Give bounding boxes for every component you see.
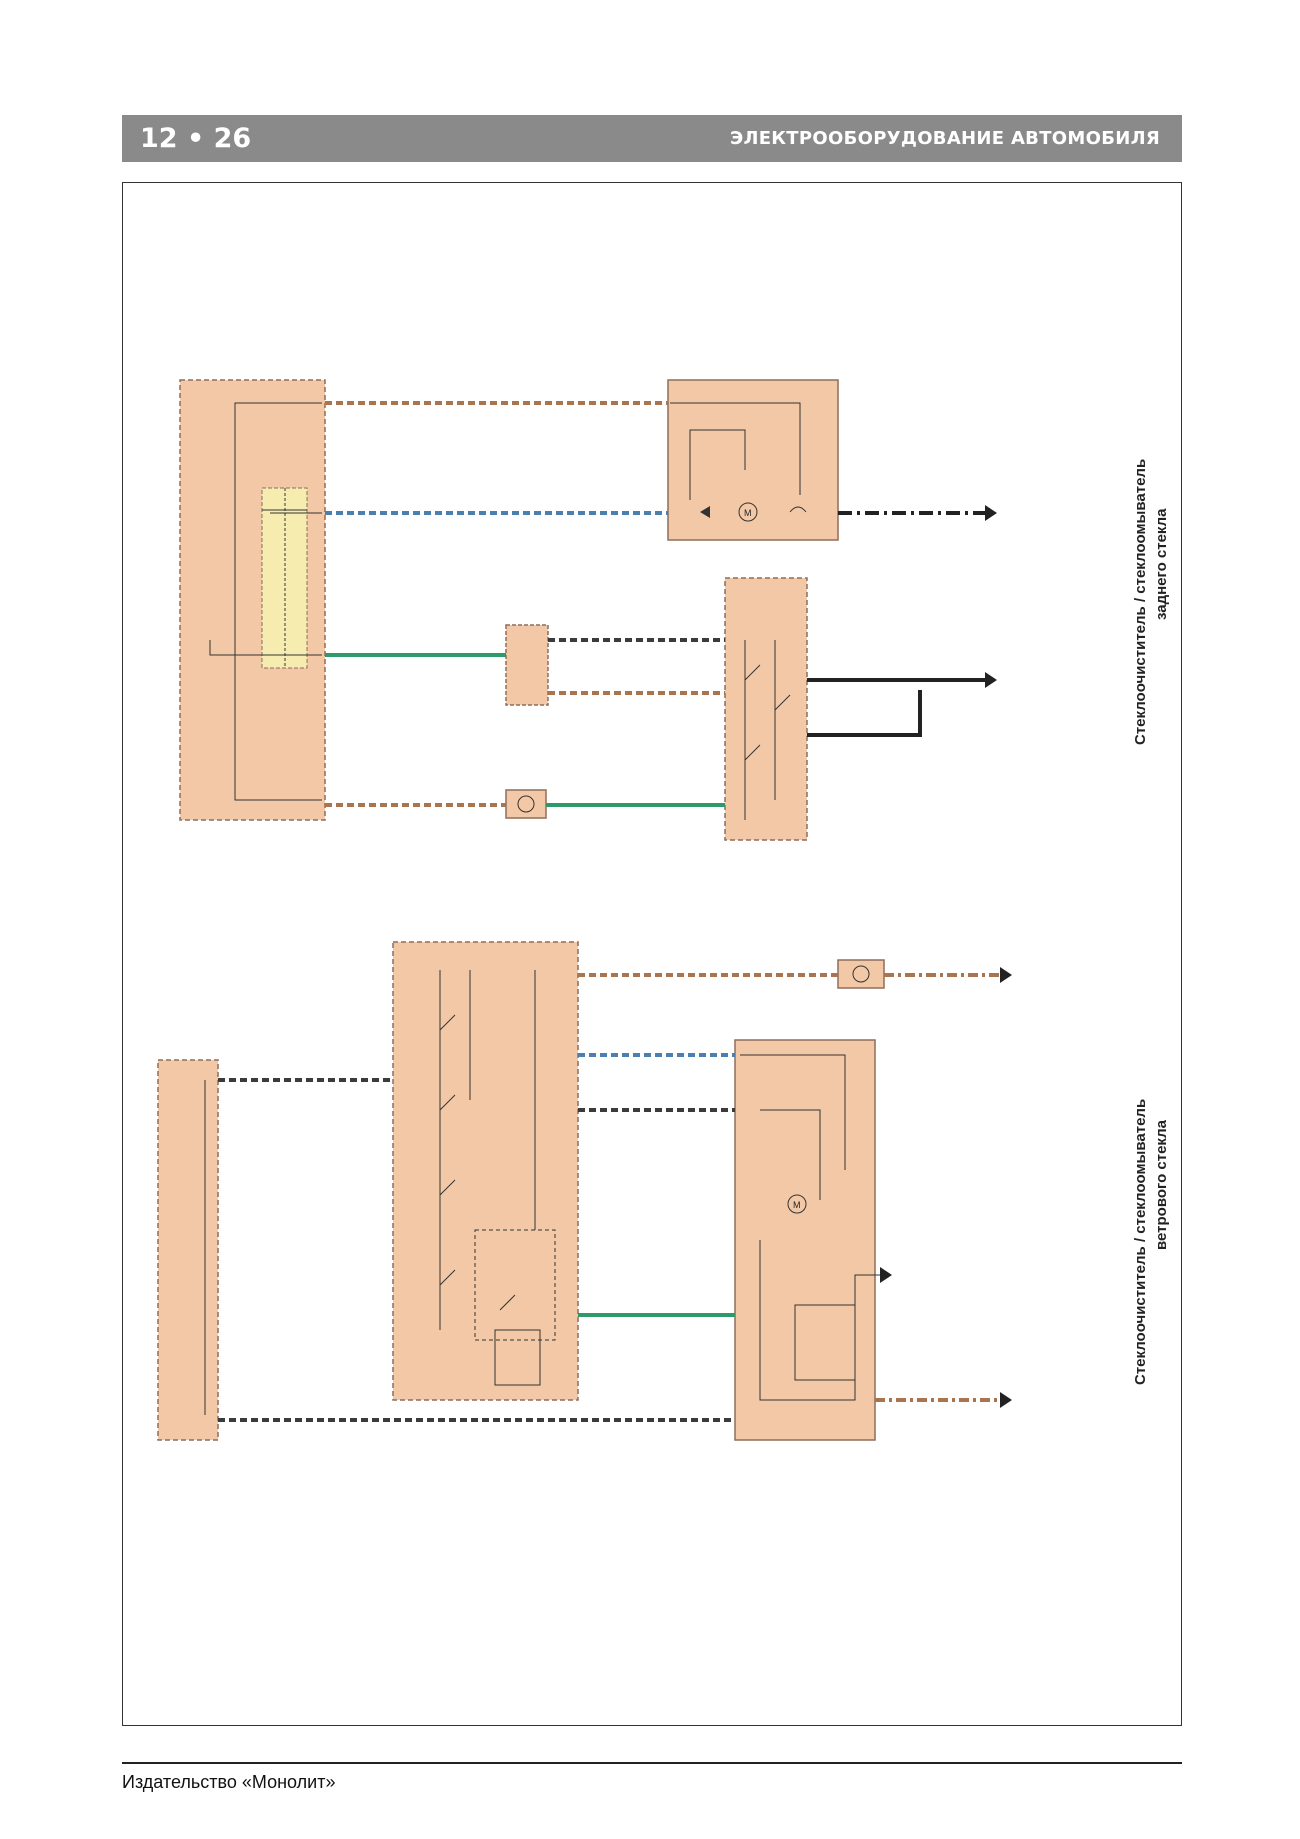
rear-diagram-caption-2: заднего стекла [1153, 508, 1170, 620]
front-wiper-switch-block [392, 941, 579, 1401]
front-diagram-caption-2: ветрового стекла [1153, 1119, 1170, 1250]
diagram-frame [122, 182, 1182, 1726]
front-wiper-diagram: M Стеклоочиститель / стеклоомыватель вет… [157, 941, 1170, 1441]
svg-text:M: M [793, 1200, 801, 1210]
wiper-washer-switch-rear [724, 577, 808, 841]
front-diagram-caption-1: Стеклоочиститель / стеклоомыватель [1132, 1099, 1149, 1385]
publisher-name: Издательство «Монолит» [122, 1772, 336, 1792]
footer-rule [122, 1762, 1182, 1764]
rear-diagram-caption-1: Стеклоочиститель / стеклоомыватель [1132, 459, 1149, 745]
front-central-fuse-block [157, 1059, 219, 1441]
page-header: 12 • 26 ЭЛЕКТРООБОРУДОВАНИЕ АВТОМОБИЛЯ [122, 115, 1182, 162]
svg-text:M: M [744, 508, 752, 518]
section-title: ЭЛЕКТРООБОРУДОВАНИЕ АВТОМОБИЛЯ [729, 128, 1160, 149]
rear-control-unit [505, 624, 549, 706]
rear-wiper-diagram: M Стеклоочиститель / стеклоомыватель зад… [179, 379, 1170, 841]
page-number: 12 • 26 [140, 123, 252, 154]
front-wiper-motor-block [734, 1039, 876, 1441]
